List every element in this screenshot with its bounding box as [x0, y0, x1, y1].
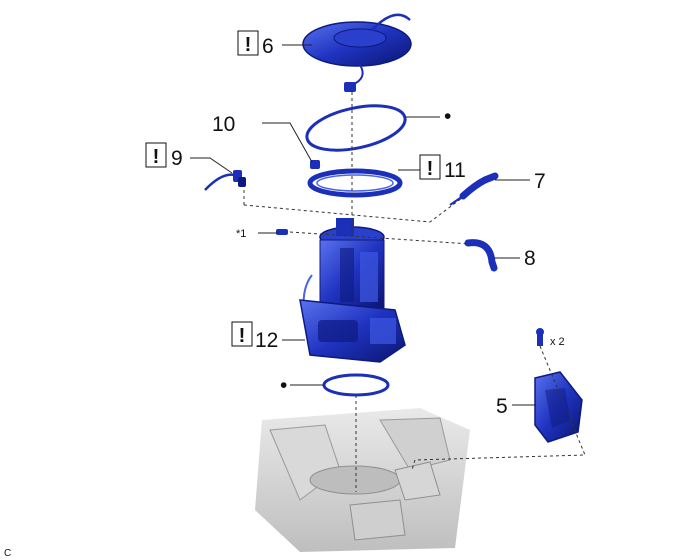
svg-text:!: !	[427, 158, 434, 180]
lower-gasket	[322, 373, 390, 397]
fuel-pump-assembly-12	[299, 218, 406, 363]
vehicle-body-illustration	[255, 408, 470, 552]
callout-5: 5	[496, 395, 508, 418]
retainer-ring-11	[307, 168, 403, 198]
bracket-5	[534, 371, 583, 443]
bolt	[536, 328, 544, 346]
dashed-guides	[243, 92, 586, 492]
leader-lines	[190, 44, 536, 406]
illustration-code: C	[4, 548, 11, 559]
svg-text:!: !	[239, 325, 246, 347]
hose-9	[204, 170, 246, 191]
callout-dot-lower: •	[280, 374, 287, 397]
caution-box-11: !	[419, 154, 441, 180]
connector-10	[310, 160, 320, 169]
callout-7: 7	[534, 170, 546, 193]
quantity-label: x 2	[550, 336, 565, 348]
hose-7	[449, 172, 499, 206]
callout-6: 6	[262, 35, 274, 58]
callout-8: 8	[524, 247, 536, 270]
fuel-tank-cover	[302, 13, 412, 92]
hose-8	[464, 239, 498, 272]
callout-10: 10	[212, 113, 235, 136]
svg-text:!: !	[245, 34, 252, 56]
callout-star1: *1	[236, 228, 246, 240]
caution-box-6: !	[237, 30, 259, 56]
clip-star1	[276, 229, 288, 235]
cover-gasket	[305, 104, 407, 152]
svg-text:!: !	[153, 146, 160, 168]
callout-12: 12	[255, 329, 278, 352]
callout-11: 11	[444, 159, 466, 182]
caution-box-12: !	[231, 321, 253, 347]
caution-box-9: !	[145, 142, 167, 168]
callout-9: 9	[171, 147, 183, 170]
callout-dot-upper: •	[444, 105, 451, 128]
